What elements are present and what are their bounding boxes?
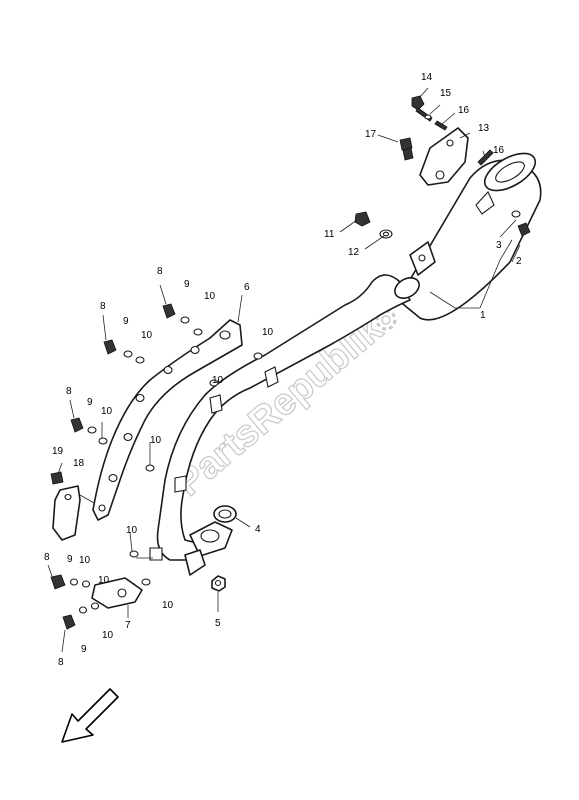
label-part-10: 10 <box>101 406 113 417</box>
label-part-15: 15 <box>440 88 452 99</box>
exhaust-flange <box>184 521 233 576</box>
label-part-10: 10 <box>79 555 91 566</box>
part-number-labels: 1 2 3 4 5 6 7 8 8 8 8 8 9 9 9 9 9 10 10 … <box>44 72 522 668</box>
label-part-10: 10 <box>126 525 138 536</box>
label-part-14: 14 <box>421 72 433 83</box>
label-part-8: 8 <box>157 266 163 277</box>
label-part-10: 10 <box>212 375 224 386</box>
label-part-6: 6 <box>244 282 250 293</box>
leader-lines <box>47 87 521 653</box>
label-part-7: 7 <box>125 620 131 631</box>
label-part-8: 8 <box>44 552 50 563</box>
label-part-10: 10 <box>102 630 114 641</box>
label-part-2: 2 <box>516 256 522 267</box>
label-part-9: 9 <box>87 397 93 408</box>
label-part-18: 18 <box>73 458 85 469</box>
exhaust-gasket <box>213 505 237 523</box>
front-direction-arrow-icon <box>61 688 119 743</box>
bracket <box>419 127 469 186</box>
nut <box>211 575 226 592</box>
label-part-10: 10 <box>141 330 153 341</box>
label-part-16: 16 <box>458 105 470 116</box>
label-part-10: 10 <box>98 575 110 586</box>
heat-protector-7 <box>91 577 143 609</box>
label-part-11: 11 <box>324 229 335 240</box>
label-part-10: 10 <box>262 327 274 338</box>
label-part-8: 8 <box>66 386 72 397</box>
exhaust-pipe <box>149 274 420 561</box>
label-part-9: 9 <box>184 279 190 290</box>
label-part-5: 5 <box>215 618 221 629</box>
heat-protector-6 <box>92 319 243 521</box>
label-part-10: 10 <box>150 435 162 446</box>
label-part-12: 12 <box>348 247 360 258</box>
label-part-13: 13 <box>478 123 490 134</box>
label-part-17: 17 <box>365 129 377 140</box>
label-part-9: 9 <box>67 554 73 565</box>
label-part-19: 19 <box>52 446 64 457</box>
label-part-10: 10 <box>204 291 216 302</box>
label-part-9: 9 <box>123 316 129 327</box>
heat-protector-18 <box>52 485 81 541</box>
label-part-9: 9 <box>81 644 87 655</box>
label-part-3: 3 <box>496 240 502 251</box>
label-part-8: 8 <box>58 657 64 668</box>
fasteners <box>50 95 531 630</box>
label-part-1: 1 <box>480 310 486 321</box>
label-part-10: 10 <box>162 600 174 611</box>
label-part-8: 8 <box>100 301 106 312</box>
label-part-16: 16 <box>493 145 505 156</box>
label-part-4: 4 <box>255 524 261 535</box>
muffler <box>397 152 542 321</box>
